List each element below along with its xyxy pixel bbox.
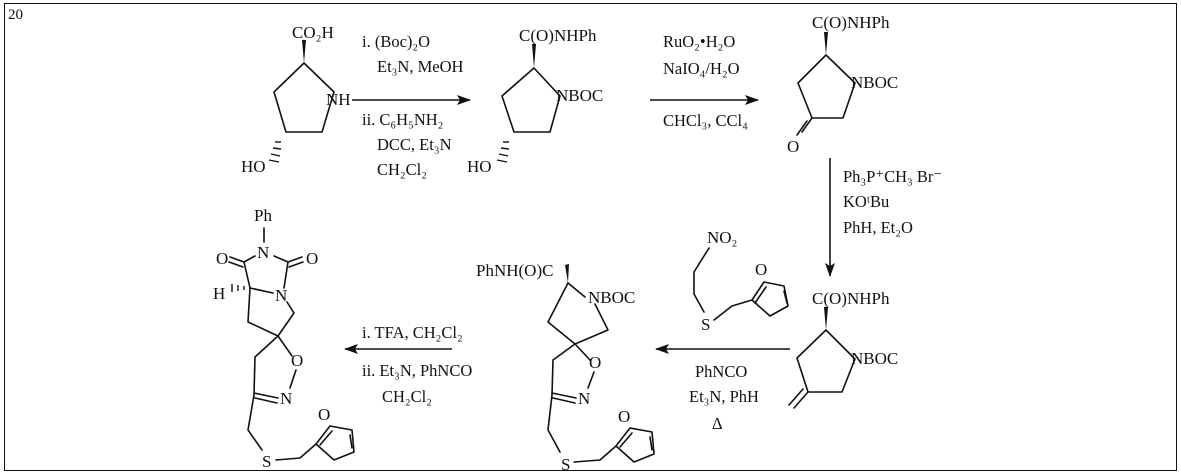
svg-text:CH₂Cl₂: CH₂Cl₂	[382, 387, 432, 406]
conditions-step2: RuO₂•H₂O NaIO₄/H₂O CHCl₃, CCl₄	[663, 32, 748, 130]
oxygen-label: O	[787, 137, 799, 156]
amine-label: NH	[326, 90, 351, 109]
nitro-label: NO₂	[707, 228, 737, 247]
furan-ring	[615, 427, 655, 463]
amide-label: C(O)NHPh	[812, 289, 890, 308]
furan-oxygen-label: O	[618, 407, 630, 426]
compound-alkene: C(O)NHPh NBOC	[788, 289, 898, 409]
pyrrolidine-ring	[501, 67, 561, 133]
nboc-label: NBOC	[556, 86, 603, 105]
acid-label: CO₂H	[292, 23, 334, 42]
svg-text:ii. Et₃N, PhNCO: ii. Et₃N, PhNCO	[362, 361, 472, 380]
svg-text:NaIO₄/H₂O: NaIO₄/H₂O	[663, 59, 740, 78]
nboc-label: NBOC	[851, 349, 898, 368]
carbonyl-o-left: O	[216, 249, 228, 268]
hydroxyl-label: HO	[241, 157, 266, 176]
reagent-nitro-sulfide: NO₂ S O	[693, 228, 789, 334]
ring-nitrogen-label: N	[578, 389, 590, 408]
amide-label: PhNH(O)C	[476, 261, 553, 280]
furan-oxygen-label: O	[318, 405, 330, 424]
sulfur-label: S	[262, 452, 271, 471]
svg-text:Et₃N, MeOH: Et₃N, MeOH	[377, 57, 463, 76]
wedge-bond	[824, 32, 828, 55]
svg-text:ii. C₆H₅NH₂: ii. C₆H₅NH₂	[362, 110, 443, 129]
compound-isoxazoline: PhNH(O)C NBOC O N S O	[476, 261, 655, 474]
wedge-bond	[565, 264, 569, 283]
nboc-label: NBOC	[588, 288, 635, 307]
svg-text:PhH, Et₂O: PhH, Et₂O	[843, 218, 913, 237]
furan-oxygen-label: O	[755, 260, 767, 279]
compound-ketone: C(O)NHPh NBOC O	[787, 13, 898, 156]
compound-anilide: C(O)NHPh NBOC HO	[467, 26, 603, 176]
svg-text:DCC, Et₃N: DCC, Et₃N	[377, 135, 452, 154]
sulfur-label: S	[561, 455, 570, 474]
svg-text:PhNCO: PhNCO	[695, 362, 747, 381]
phenyl-label: Ph	[254, 206, 272, 225]
ring-oxygen-label: O	[589, 353, 601, 372]
sulfur-label: S	[701, 315, 710, 334]
svg-text:CH₂Cl₂: CH₂Cl₂	[377, 160, 427, 179]
svg-text:Et₃N, PhH: Et₃N, PhH	[689, 387, 759, 406]
carbonyl-o-right: O	[306, 249, 318, 268]
pyrrolidine-ring	[797, 54, 856, 119]
wedge-bond	[824, 307, 828, 330]
compound-hydantoin: Ph N O O N H O N S O	[213, 206, 355, 471]
hydrogen-label: H	[213, 284, 225, 303]
svg-text:i. TFA, CH₂Cl₂: i. TFA, CH₂Cl₂	[362, 323, 463, 342]
conditions-step4: PhNCO Et₃N, PhH Δ	[689, 362, 759, 433]
hydroxyl-label: HO	[467, 157, 492, 176]
svg-text:RuO₂•H₂O: RuO₂•H₂O	[663, 32, 735, 51]
wedge-bond	[532, 44, 536, 68]
ring-nitrogen-label: N	[280, 389, 292, 408]
pyrrolidine-ring	[796, 329, 856, 393]
conditions-step1: i. (Boc)₂O Et₃N, MeOH ii. C₆H₅NH₂ DCC, E…	[362, 32, 463, 179]
hydantoin-n-label: N	[257, 243, 269, 262]
figure-number: 20	[8, 7, 23, 23]
hydantoin-ring-n-label: N	[275, 286, 287, 305]
compound-hydroxyproline: CO₂H NH HO	[241, 23, 351, 176]
furan-ring	[315, 425, 355, 461]
conditions-step3: Ph₃P⁺CH₃ Br⁻ KOᵗBu PhH, Et₂O	[843, 167, 942, 237]
nboc-label: NBOC	[851, 73, 898, 92]
figure-frame	[4, 3, 1177, 471]
wedge-bond	[302, 40, 306, 63]
ring-oxygen-label: O	[291, 351, 303, 370]
svg-text:Ph₃P⁺CH₃ Br⁻: Ph₃P⁺CH₃ Br⁻	[843, 167, 942, 186]
amide-label: C(O)NHPh	[519, 26, 597, 45]
svg-text:CHCl₃, CCl₄: CHCl₃, CCl₄	[663, 111, 748, 130]
conditions-step5: i. TFA, CH₂Cl₂ ii. Et₃N, PhNCO CH₂Cl₂	[362, 323, 472, 406]
svg-text:Δ: Δ	[712, 414, 723, 433]
svg-text:i. (Boc)₂O: i. (Boc)₂O	[362, 32, 430, 51]
amide-label: C(O)NHPh	[812, 13, 890, 32]
pyrrolidine-ring	[273, 62, 335, 133]
svg-text:KOᵗBu: KOᵗBu	[843, 192, 889, 211]
